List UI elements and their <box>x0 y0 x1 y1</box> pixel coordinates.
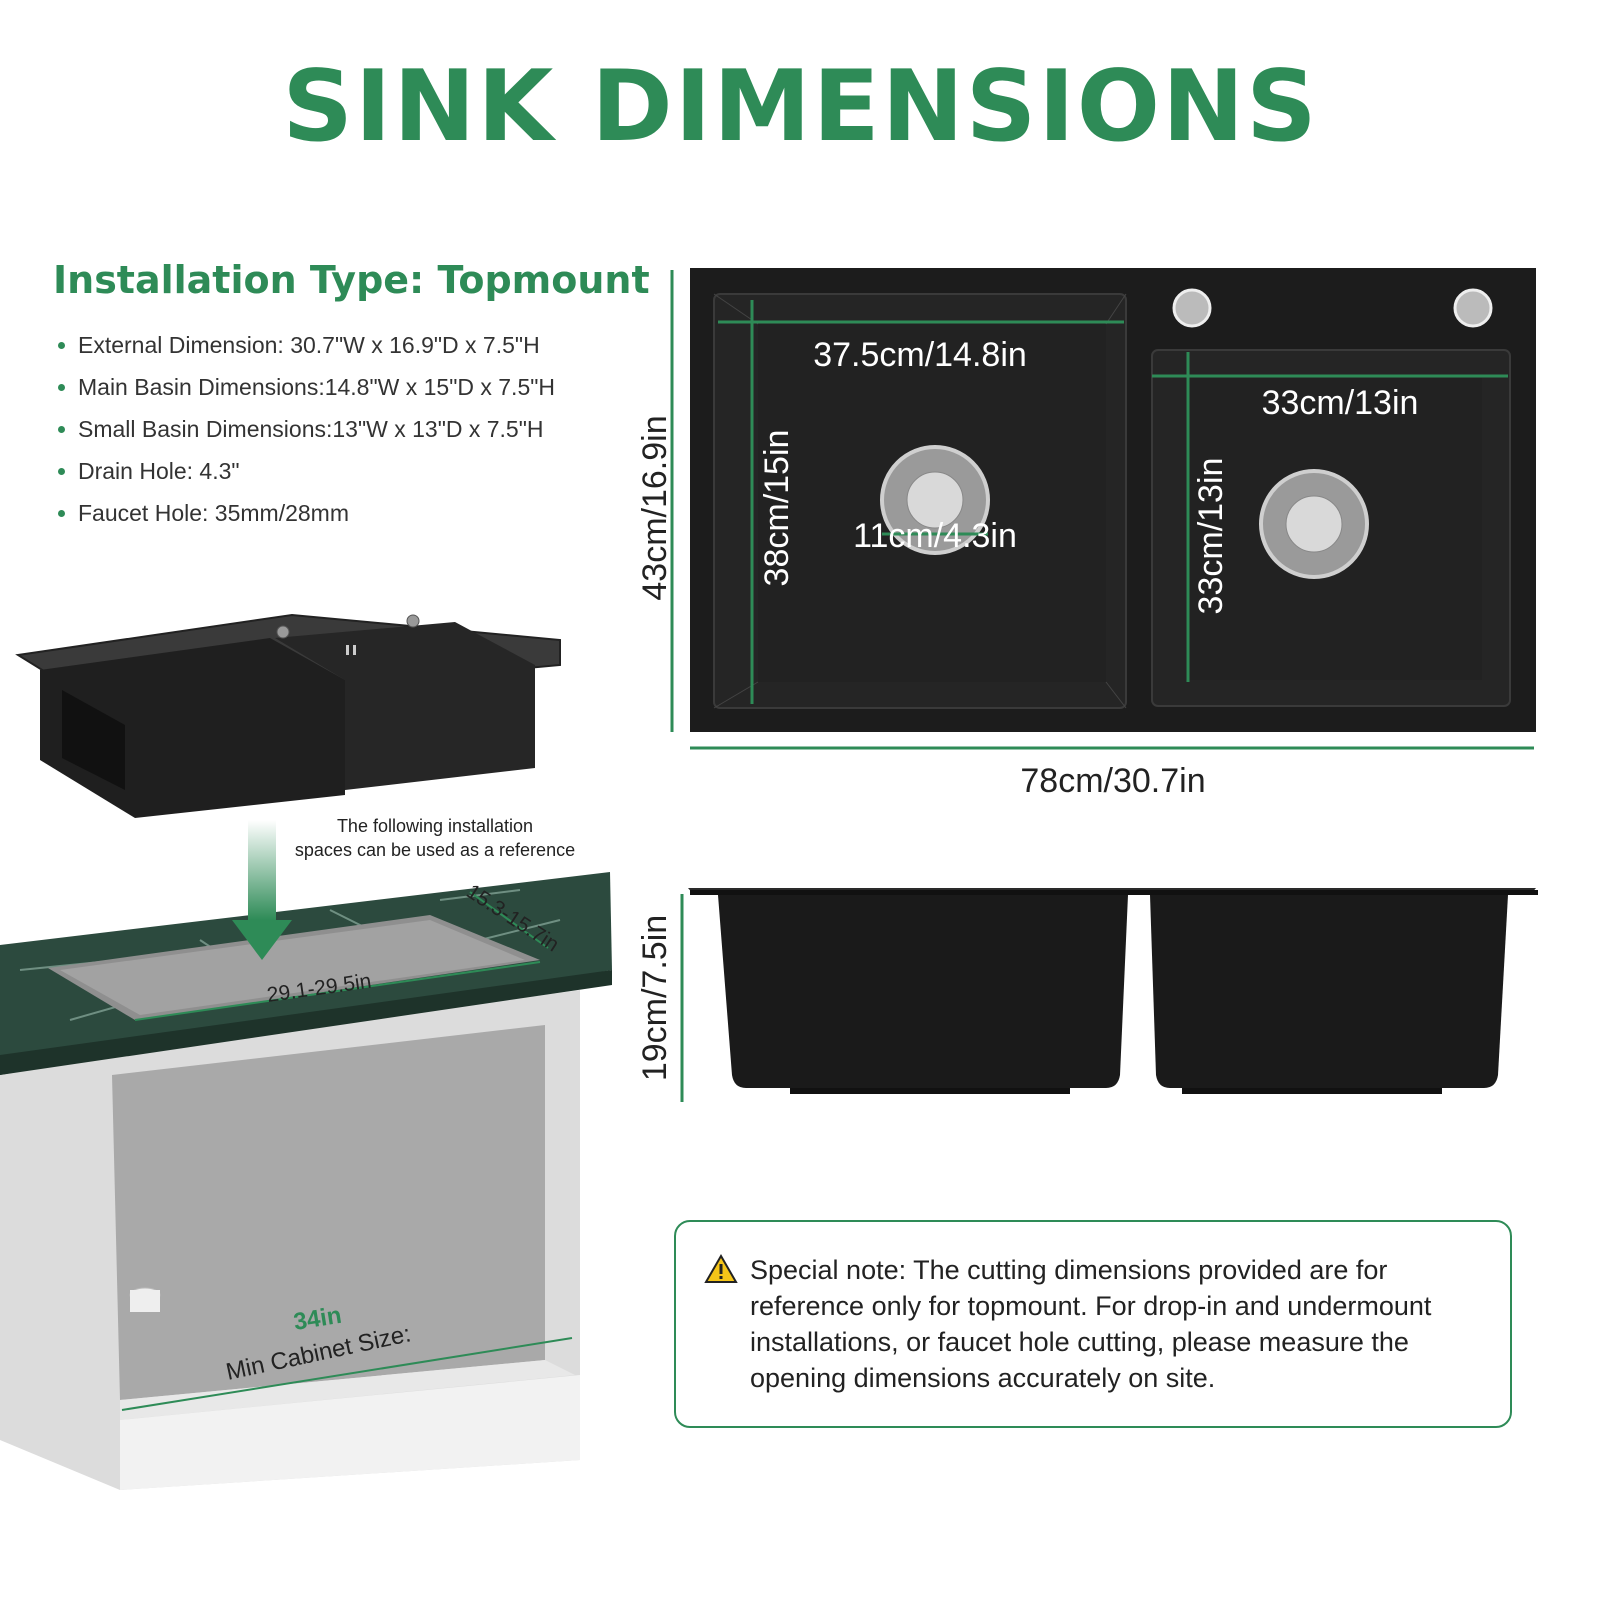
sink-top-view: 37.5cm/14.8in 38cm/15in 11cm/4.3in 33cm/… <box>636 268 1536 800</box>
faucet-hole <box>1453 288 1493 328</box>
main-basin-side <box>718 895 1128 1088</box>
small-basin-width-label: 33cm/13in <box>1262 384 1419 422</box>
special-note-box: Special note: The cutting dimensions pro… <box>674 1220 1512 1428</box>
special-note-text: Special note: The cutting dimensions pro… <box>750 1255 1432 1393</box>
cutout-width-line <box>134 961 541 1021</box>
spec-main-basin: Main Basin Dimensions:14.8"W x 15"D x 7.… <box>58 366 555 408</box>
cabinet-width-line <box>121 1337 573 1411</box>
sink-side-view: 19cm/7.5in <box>636 888 1538 1102</box>
faucet-hole <box>1172 288 1212 328</box>
main-basin-depth-label: 38cm/15in <box>758 430 796 587</box>
installation-type-heading: Installation Type: Topmount <box>53 258 650 302</box>
reference-note-line2: spaces can be used as a reference <box>294 840 576 860</box>
page-title: SINK DIMENSIONS <box>282 50 1319 164</box>
spec-small-basin: Small Basin Dimensions:13"W x 13"D x 7.5… <box>58 408 555 450</box>
spec-external-dimension: External Dimension: 30.7"W x 16.9"D x 7.… <box>58 324 555 366</box>
sink-3d-illustration <box>15 613 561 818</box>
cutout-depth-line <box>469 891 549 949</box>
overall-depth-label: 43cm/16.9in <box>636 415 674 600</box>
main-basin-width-label: 37.5cm/14.8in <box>813 336 1027 374</box>
small-basin-side <box>1150 895 1508 1088</box>
spec-drain-hole: Drain Hole: 4.3" <box>58 450 555 492</box>
reference-note: The following installation spaces can be… <box>270 814 600 862</box>
small-basin-depth-label: 33cm/13in <box>1192 458 1230 615</box>
height-label: 19cm/7.5in <box>636 915 674 1081</box>
spec-faucet-hole: Faucet Hole: 35mm/28mm <box>58 492 555 534</box>
drain-hole-label: 11cm/4.3in <box>853 517 1017 555</box>
reference-note-line1: The following installation <box>336 816 534 836</box>
spec-list: External Dimension: 30.7"W x 16.9"D x 7.… <box>58 324 555 534</box>
overall-width-label: 78cm/30.7in <box>1020 762 1205 800</box>
warning-icon <box>704 1254 738 1283</box>
cabinet-illustration: 29.1-29.5in 15.3-15.7in 34in Min Cabinet… <box>0 820 612 1490</box>
